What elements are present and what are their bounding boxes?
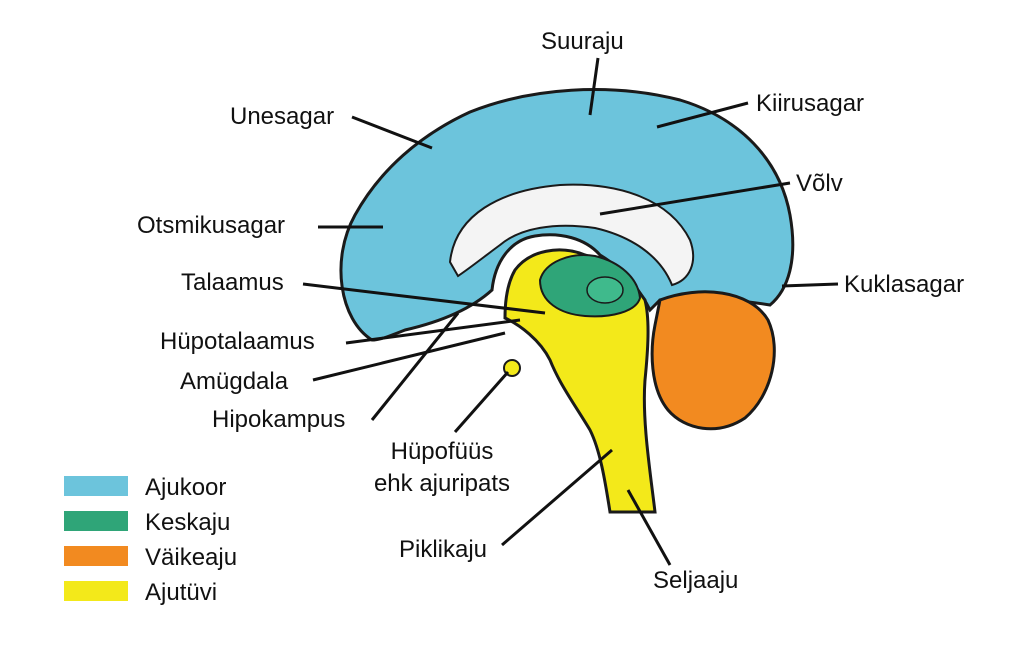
label-hupofuus: Hüpofüüs ehk ajuripats: [362, 436, 522, 501]
label-otsmikusagar: Otsmikusagar: [137, 212, 286, 239]
pointer-suuraju: [588, 57, 600, 116]
legend-swatch-ajutuvi: [64, 581, 128, 601]
label-kiirusagar: Kiirusagar: [756, 90, 865, 117]
label-piklikaju: Piklikaju: [399, 536, 488, 563]
pointer-talaamus: [302, 282, 546, 315]
label-hipokampus: Hipokampus: [212, 406, 346, 433]
label-volv: Võlv: [796, 170, 843, 197]
pointer-amugdala: [312, 331, 506, 382]
pointer-volv: [599, 181, 791, 216]
legend-label-keskaju: Keskaju: [145, 509, 231, 536]
label-talaamus: Talaamus: [181, 269, 284, 296]
pointer-unesagar: [351, 115, 433, 150]
pointer-lines: [302, 57, 839, 566]
legend-label-ajutuvi: Ajutüvi: [145, 579, 218, 606]
legend-swatch-keskaju: [64, 511, 128, 531]
pointer-seljaaju: [626, 489, 672, 566]
pointer-kiirusagar: [656, 101, 749, 129]
pointer-kuklasagar: [781, 282, 839, 288]
label-suuraju: Suuraju: [541, 28, 624, 55]
pointer-piklikaju: [501, 448, 613, 547]
label-unesagar: Unesagar: [230, 103, 335, 130]
cerebellum-region: [650, 290, 776, 431]
legend-swatch-ajukoor: [64, 476, 128, 496]
legend-label-vaikeaju: Väikeaju: [145, 544, 238, 571]
label-hupotalaamus: Hüpotalaamus: [160, 328, 315, 355]
pointer-hipokampus: [370, 312, 460, 421]
label-seljaaju: Seljaaju: [653, 567, 739, 594]
label-amugdala: Amügdala: [180, 368, 289, 395]
label-hupofuus-line2: ehk ajuripats: [373, 470, 511, 498]
label-kuklasagar: Kuklasagar: [844, 271, 965, 298]
legend-swatch-vaikeaju: [64, 546, 128, 566]
legend-label-ajukoor: Ajukoor: [145, 474, 227, 501]
pointer-hupotalaamus: [345, 318, 521, 345]
label-hupofuus-line1: Hüpofüüs: [390, 438, 494, 465]
thalamus-nucleus: [586, 276, 624, 304]
pointer-hupofuus: [453, 371, 510, 433]
